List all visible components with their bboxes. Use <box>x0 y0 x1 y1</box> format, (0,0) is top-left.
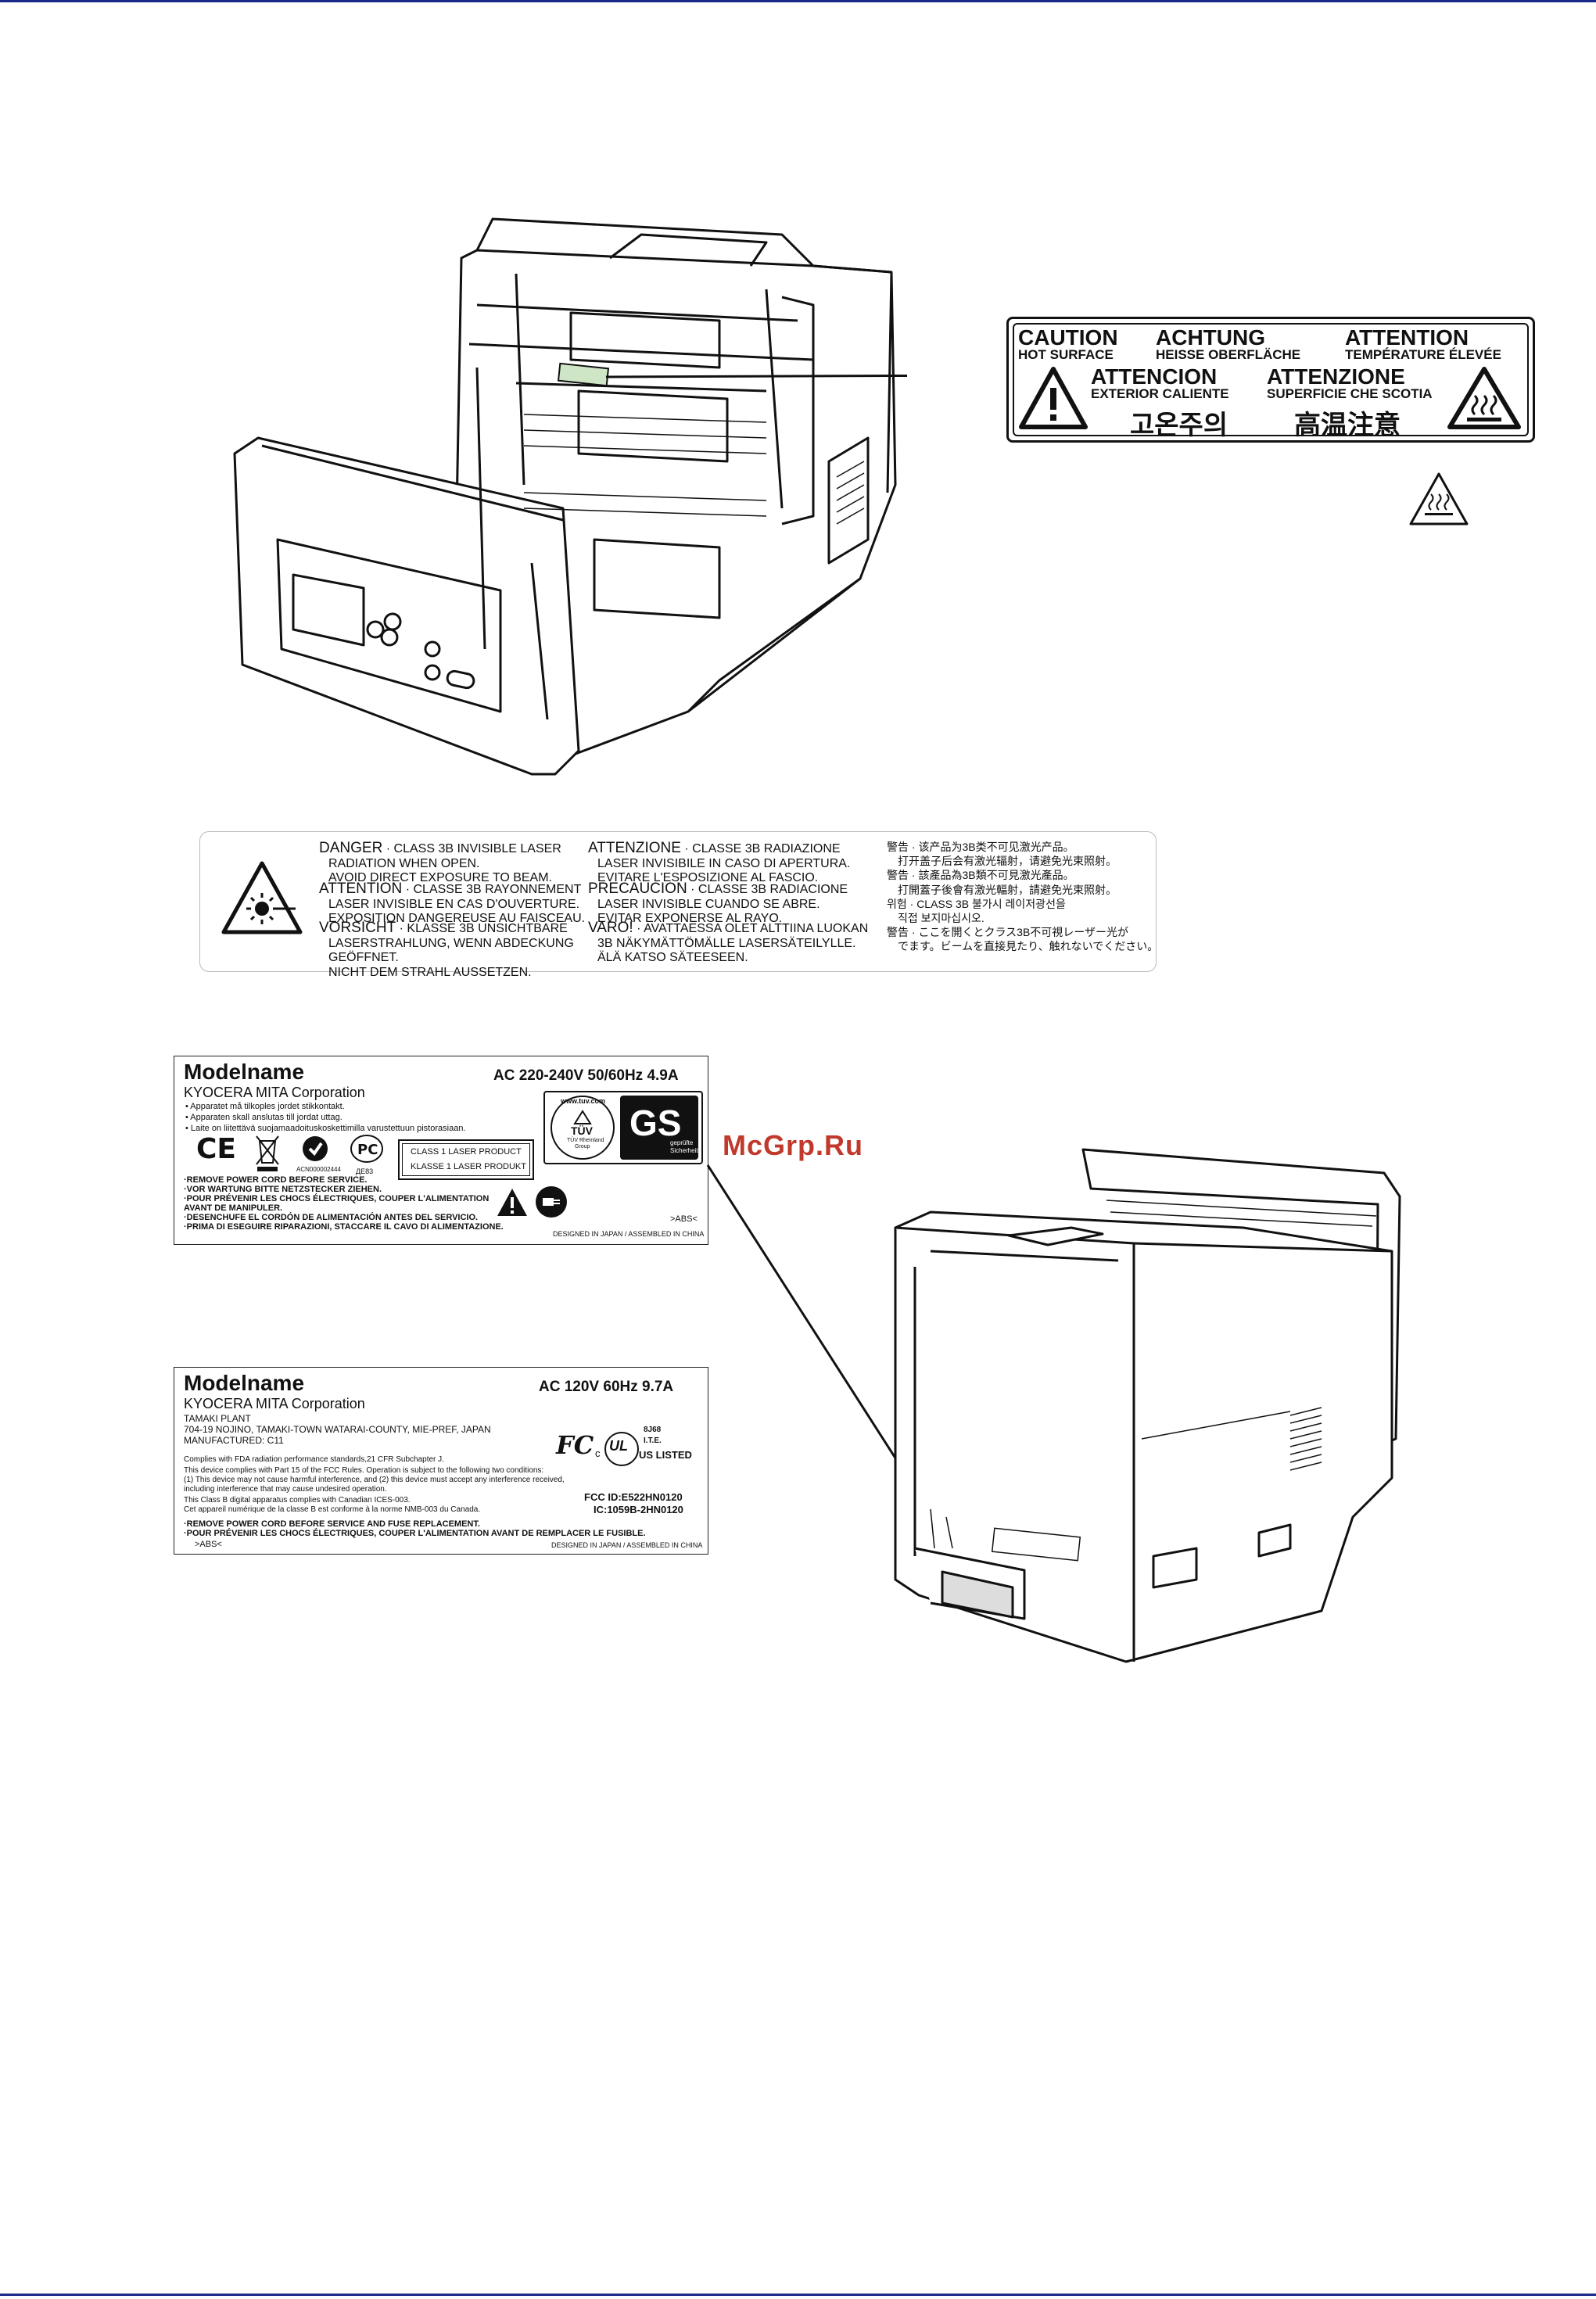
laser-warning-label: DANGER · CLASS 3B INVISIBLE LASER RADIAT… <box>199 831 1159 979</box>
ul-mark <box>604 1432 639 1466</box>
c-tick-icon <box>303 1136 328 1161</box>
class1-laser-line2: KLASSE 1 LASER PRODUKT <box>411 1162 526 1171</box>
atencion-sub: EXTERIOR CALIENTE <box>1091 386 1229 401</box>
tuv-text: TÜV <box>571 1124 593 1137</box>
attenzione-sub: SUPERFICIE CHE SCOTIA <box>1267 386 1433 401</box>
us-warning-2: ·POUR PRÉVENIR LES CHOCS ÉLECTRIQUES, CO… <box>184 1529 646 1538</box>
printer-rear-illustration <box>894 1148 1401 1663</box>
ul-us-listed: US LISTED <box>639 1449 692 1461</box>
hot-surface-small-icon <box>1409 472 1469 525</box>
hot-surface-icon <box>1447 367 1521 429</box>
us-address: 704-19 NOJINO, TAMAKI-TOWN WATARAI-COUNT… <box>184 1424 491 1435</box>
tuv-sub2: Group <box>575 1144 590 1150</box>
svg-text:PC: PC <box>357 1142 378 1158</box>
rating-label-eu: Modelname AC 220-240V 50/60Hz 4.9A KYOCE… <box>174 1056 708 1245</box>
ul-c: c <box>595 1447 601 1459</box>
attention-sub: TEMPÉRATURE ÉLEVÉE <box>1345 347 1501 362</box>
us-model-name: Modelname <box>184 1371 305 1395</box>
eu-warning-3: ·POUR PRÉVENIR LES CHOCS ÉLECTRIQUES, CO… <box>184 1194 490 1203</box>
eu-model-name: Modelname <box>184 1060 305 1084</box>
weee-bin-icon <box>256 1135 279 1171</box>
gs-text: GS <box>629 1103 682 1143</box>
us-compliance-4: including interference that may cause un… <box>184 1485 387 1494</box>
us-warning-1: ·REMOVE POWER CORD BEFORE SERVICE AND FU… <box>184 1519 480 1529</box>
top-rule <box>0 0 1596 2</box>
eu-warning-1: ·REMOVE POWER CORD BEFORE SERVICE. <box>184 1175 368 1185</box>
watermark-text: McGrp.Ru <box>723 1129 864 1161</box>
eu-warning-6: ·PRIMA DI ESEGUIRE RIPARAZIONI, STACCARE… <box>184 1222 504 1232</box>
chinese-text: 高温注意 <box>1294 411 1401 440</box>
us-compliance-5: This Class B digital apparatus complies … <box>184 1496 411 1505</box>
attention-text: ATTENTION <box>1345 325 1469 350</box>
us-designed: DESIGNED IN JAPAN / ASSEMBLED IN CHINA <box>551 1541 703 1549</box>
eu-abs: >ABS< <box>670 1214 698 1224</box>
hot-surface-label: CAUTION HOT SURFACE ACHTUNG HEISSE OBERF… <box>1006 317 1535 443</box>
pct-mark-icon: PC <box>350 1135 383 1163</box>
eu-warning-2: ·VOR WARTUNG BITTE NETZSTECKER ZIEHEN. <box>184 1185 382 1194</box>
eu-power: AC 220-240V 50/60Hz 4.9A <box>493 1067 679 1084</box>
us-compliance-2: This device complies with Part 15 of the… <box>184 1466 544 1475</box>
eu-warning-5: ·DESENCHUFE EL CORDÓN DE ALIMENTACIÓN AN… <box>184 1213 479 1222</box>
varo-block: VARO! · AVATTAESSA OLET ALTTIINA LUOKAN … <box>588 920 869 965</box>
us-plant: TAMAKI PLANT <box>184 1413 251 1424</box>
caution-sub: HOT SURFACE <box>1018 347 1114 362</box>
tuv-gs-mark: www.tuv.com TÜV TÜV Rheinland Group GS g… <box>543 1091 703 1164</box>
warning-triangle-icon <box>1019 367 1088 429</box>
unplug-icon <box>536 1186 567 1218</box>
us-company: KYOCERA MITA Corporation <box>184 1396 365 1411</box>
ul-ite: I.T.E. <box>644 1436 662 1445</box>
tuv-url: www.tuv.com <box>561 1097 606 1105</box>
class1-laser-box: CLASS 1 LASER PRODUCT KLASSE 1 LASER PRO… <box>398 1139 534 1180</box>
us-power: AC 120V 60Hz 9.7A <box>539 1379 674 1395</box>
korean-text: 고온주의 <box>1130 411 1228 440</box>
atencion-text: ATTENCION <box>1091 364 1218 389</box>
eu-note-2: • Apparaten skall anslutas till jordat u… <box>185 1113 343 1122</box>
shock-warning-icon <box>497 1189 527 1216</box>
ic-id: IC:1059B-2HN0120 <box>594 1504 683 1515</box>
us-compliance-6: Cet appareil numérique de la classe B es… <box>184 1505 481 1514</box>
attenzione-text: ATTENZIONE <box>1267 364 1405 389</box>
printer-open-illustration <box>233 217 907 776</box>
danger-block: DANGER · CLASS 3B INVISIBLE LASER RADIAT… <box>319 840 561 885</box>
acn-number: ACN000002444 <box>296 1166 341 1173</box>
achtung-text: ACHTUNG <box>1156 325 1265 350</box>
eu-note-1: • Apparatet må tilkoples jordet stikkont… <box>185 1102 345 1111</box>
bottom-rule <box>0 2294 1596 2296</box>
ul-code: 8J68 <box>644 1426 662 1434</box>
gs-sub2: Sicherheit <box>670 1147 698 1154</box>
ce-mark: CE <box>196 1133 237 1165</box>
achtung-sub: HEISSE OBERFLÄCHE <box>1156 347 1301 362</box>
us-abs: >ABS< <box>195 1540 222 1549</box>
laser-warning-icon <box>221 861 303 934</box>
eu-designed: DESIGNED IN JAPAN / ASSEMBLED IN CHINA <box>553 1230 705 1238</box>
attention-block: ATTENTION · CLASSE 3B RAYONNEMENT LASER … <box>319 881 586 926</box>
tuv-sub1: TÜV Rheinland <box>567 1138 604 1143</box>
attenzione-block: ATTENZIONE · CLASSE 3B RADIAZIONE LASER … <box>588 840 851 885</box>
fcc-logo: FC <box>556 1430 594 1460</box>
gs-sub1: geprüfte <box>670 1139 694 1146</box>
us-manufactured: MANUFACTURED: C11 <box>184 1435 284 1446</box>
caution-text: CAUTION <box>1018 325 1118 350</box>
us-compliance-3: (1) This device may not cause harmful in… <box>184 1476 565 1484</box>
asian-warnings: 警告 · 该产品为3B类不可见激光产品。打开盖子后会有激光辐射，请避免光束照射。… <box>887 841 1159 953</box>
eu-warning-4: AVANT DE MANIPULER. <box>184 1203 283 1213</box>
ul-text: UL <box>609 1438 628 1454</box>
vorsicht-block: VORSICHT · KLASSE 3B UNSICHTBARE LASERST… <box>319 920 574 979</box>
eu-company: KYOCERA MITA Corporation <box>184 1085 365 1100</box>
rating-label-us: Modelname AC 120V 60Hz 9.7A KYOCERA MITA… <box>174 1367 708 1555</box>
class1-laser-line1: CLASS 1 LASER PRODUCT <box>411 1147 522 1157</box>
eu-note-3: • Laite on liitettävä suojamaadoituskosk… <box>185 1124 466 1133</box>
us-compliance-1: Complies with FDA radiation performance … <box>184 1455 444 1464</box>
pct-code: ДЕ83 <box>356 1167 374 1175</box>
precaucion-block: PRECAUCION · CLASSE 3B RADIACIONE LASER … <box>588 881 848 926</box>
fcc-id: FCC ID:E522HN0120 <box>584 1491 683 1503</box>
